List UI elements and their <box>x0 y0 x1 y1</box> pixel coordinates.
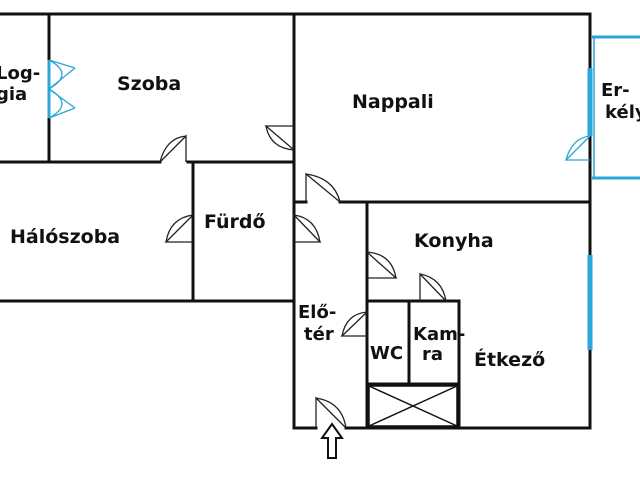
door-szoba-icon <box>159 134 187 163</box>
label-erkely-2: kély <box>605 102 640 123</box>
door-haloszoba-icon <box>164 214 194 243</box>
door-entrance-icon <box>315 396 347 429</box>
loggia-door-icon <box>48 59 76 119</box>
label-wc: WC <box>370 343 403 364</box>
label-loggia-2: gia <box>0 84 27 105</box>
label-haloszoba: Hálószoba <box>10 226 120 248</box>
entrance-arrow-icon <box>320 422 344 459</box>
room-labels: Log- gia Szoba Nappali Er- kély Hálószob… <box>0 63 640 371</box>
label-kamra-1: Kam- <box>413 324 465 345</box>
door-furdo-icon <box>293 214 322 243</box>
walls <box>0 12 592 430</box>
label-loggia-1: Log- <box>0 63 40 84</box>
label-szoba: Szoba <box>117 73 181 95</box>
label-kamra-2: ra <box>422 344 443 365</box>
shaft-box <box>368 385 458 427</box>
label-furdo: Fürdő <box>204 211 266 233</box>
door-nappali-left-icon <box>264 125 295 151</box>
door-nappali-bottom-icon <box>305 172 341 203</box>
label-etkezo: Étkező <box>474 348 545 371</box>
door-konyha-icon <box>366 251 398 279</box>
label-nappali: Nappali <box>352 91 434 113</box>
door-wc-icon <box>340 311 368 337</box>
label-eloter-2: tér <box>304 324 334 345</box>
door-kamra-icon <box>419 272 447 302</box>
label-eloter-1: Elő- <box>298 302 336 323</box>
label-konyha: Konyha <box>414 230 494 252</box>
balcony-door-icon <box>564 135 591 161</box>
doors <box>159 125 447 429</box>
label-erkely-1: Er- <box>601 80 630 101</box>
